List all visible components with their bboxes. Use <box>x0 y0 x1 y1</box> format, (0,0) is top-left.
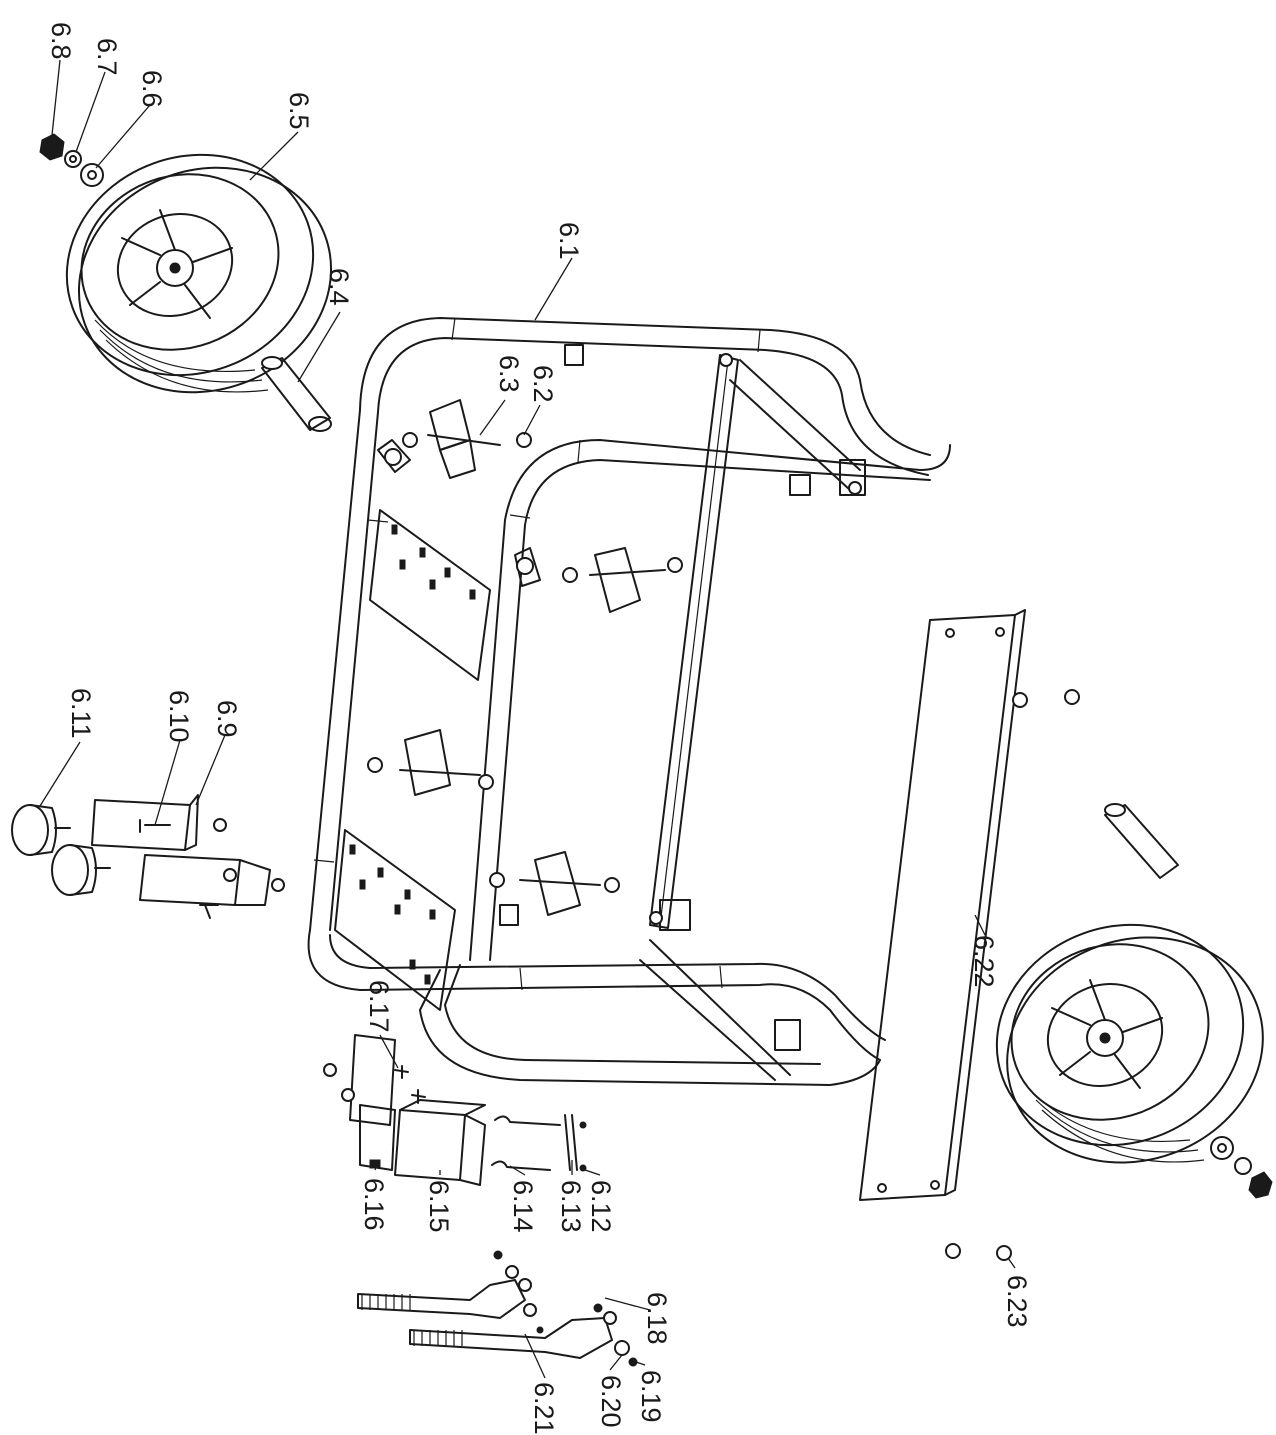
callout-6-16: 6.16 <box>359 1178 389 1231</box>
callout-6-8: 6.8 <box>46 22 76 60</box>
frame-6-1 <box>307 317 951 1086</box>
callout-6-19: 6.19 <box>636 1370 666 1423</box>
callout-6-9: 6.9 <box>212 700 242 738</box>
callout-6-3: 6.3 <box>494 355 524 393</box>
rod-6-13 <box>564 1114 578 1171</box>
wheel-6-5 <box>65 153 333 394</box>
axle-lower <box>1104 803 1179 879</box>
callout-6-23: 6.23 <box>1002 1275 1032 1328</box>
bolt-6-18 <box>593 1303 617 1325</box>
rubber-foot-6-11 <box>11 804 111 896</box>
callout-6-18: 6.18 <box>642 1292 672 1345</box>
callout-6-20: 6.20 <box>596 1375 626 1428</box>
cover-6-15 <box>394 1099 486 1186</box>
nut-6-12 <box>579 1121 587 1172</box>
leader-lines <box>39 59 1016 1379</box>
callout-6-11: 6.11 <box>66 688 96 739</box>
washer-6-20 <box>614 1340 630 1356</box>
nut-6-19 <box>628 1357 638 1367</box>
callout-6-7: 6.7 <box>92 38 122 76</box>
callout-6-17: 6.17 <box>364 980 394 1033</box>
callout-6-2: 6.2 <box>528 365 558 403</box>
foot-bracket-6-9 <box>91 794 285 906</box>
nuts-6-23 <box>945 689 1080 1261</box>
wheel-hardware-lower <box>1210 1136 1273 1199</box>
washers-handle <box>493 1250 544 1334</box>
washer-6-7 <box>64 150 82 168</box>
handle-6-21 <box>357 1279 613 1359</box>
engine-mounts-6-3 <box>367 399 683 916</box>
callout-6-22: 6.22 <box>969 935 999 988</box>
callout-6-14: 6.14 <box>508 1180 538 1233</box>
callout-6-10: 6.10 <box>164 690 194 743</box>
callout-6-5: 6.5 <box>284 92 314 130</box>
callout-6-6: 6.6 <box>137 70 167 108</box>
screw-6-17 <box>394 1065 426 1104</box>
wheel-lower <box>995 923 1264 1164</box>
callout-6-13: 6.13 <box>556 1180 586 1233</box>
bracket-6-16 <box>323 1034 396 1171</box>
callout-6-12: 6.12 <box>586 1180 616 1233</box>
nut-6-8 <box>39 133 65 161</box>
pin-6-14 <box>491 1115 561 1171</box>
callout-6-1: 6.1 <box>554 222 584 260</box>
callout-6-4: 6.4 <box>324 268 354 306</box>
callout-labels: 6.1 6.2 6.3 6.4 6.5 6.6 6.7 6.8 6.9 6.10… <box>46 22 1032 1435</box>
callout-6-15: 6.15 <box>424 1180 454 1233</box>
axle-6-4 <box>261 356 332 432</box>
crossbar-6-22 <box>859 609 1026 1201</box>
callout-6-21: 6.21 <box>529 1382 559 1435</box>
bolt-6-10 <box>139 819 219 919</box>
washer-6-6 <box>80 163 104 187</box>
